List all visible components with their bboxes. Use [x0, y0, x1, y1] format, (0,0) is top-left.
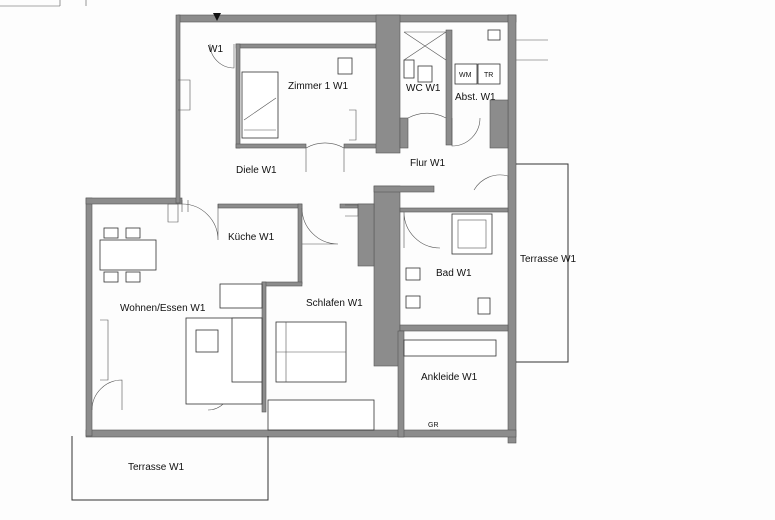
label-schlafen: Schlafen W1: [306, 298, 363, 309]
label-wc: WC W1: [406, 83, 441, 94]
label-terrasse-east: Terrasse W1: [520, 254, 577, 265]
label-tr: TR: [484, 72, 493, 79]
terrasse-east-outline: [516, 163, 569, 363]
label-zimmer1: Zimmer 1 W1: [288, 81, 348, 92]
label-terrasse-south: Terrasse W1: [128, 462, 185, 473]
dining-table: [99, 227, 157, 283]
label-diele: Diele W1: [236, 165, 277, 176]
wc-toilet: [403, 59, 433, 83]
label-entry: W1: [208, 44, 223, 55]
label-abst: Abst. W1: [455, 92, 496, 103]
interior-walls: [217, 14, 509, 438]
triangle-entry-arrow-icon: [213, 13, 221, 21]
label-wohnen: Wohnen/Essen W1: [120, 303, 206, 314]
right-hatch: [516, 39, 548, 61]
kitchen-counter: [219, 283, 263, 309]
label-bad: Bad W1: [436, 268, 472, 279]
wardrobe-schlafen: [267, 399, 375, 431]
cropped-frame-top: [0, 0, 87, 7]
sofa: [185, 317, 263, 405]
ankleide-shelf: [403, 339, 497, 357]
windows: [100, 79, 440, 431]
label-gr: GR: [428, 422, 439, 429]
bath-basins: [405, 267, 491, 315]
terrasse-south-outline: [71, 436, 269, 501]
bed-zimmer1: [241, 71, 279, 139]
label-flur: Flur W1: [410, 158, 445, 169]
label-wm: WM: [459, 72, 472, 79]
shower: [451, 213, 493, 255]
desk-zimmer1: [337, 57, 353, 75]
washer-dryer: [454, 63, 501, 85]
label-ankleide: Ankleide W1: [421, 372, 478, 383]
bathtub-area: [403, 29, 501, 61]
label-kueche: Küche W1: [228, 232, 275, 243]
double-bed: [275, 321, 347, 383]
